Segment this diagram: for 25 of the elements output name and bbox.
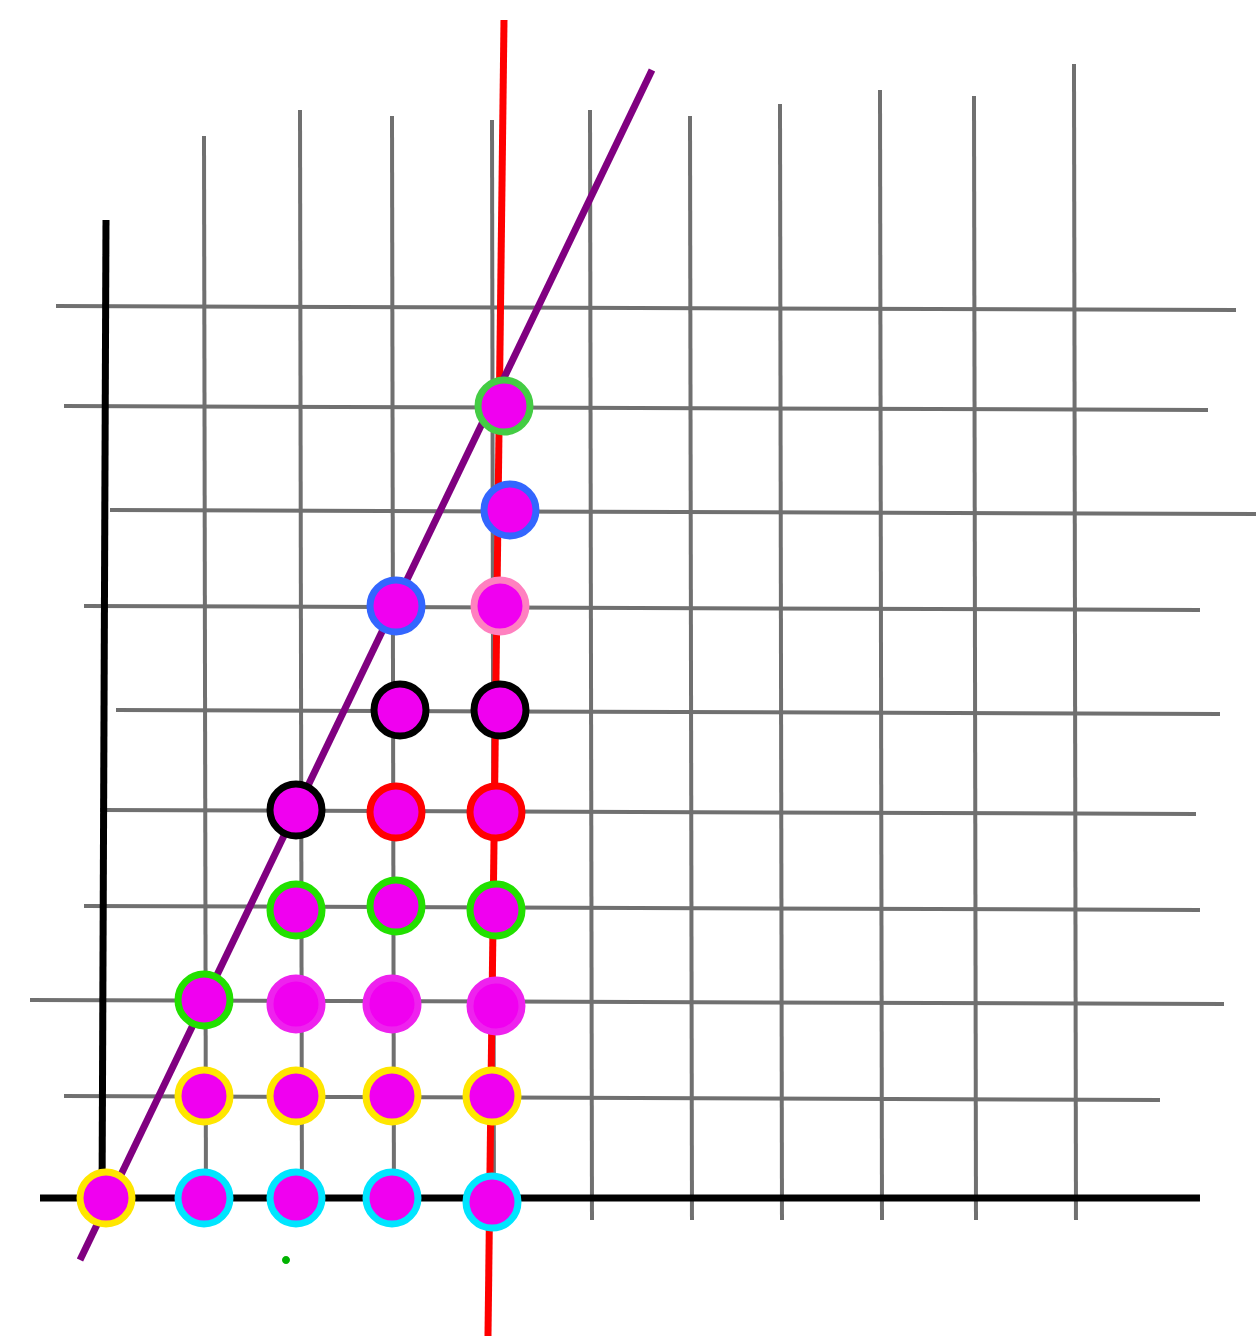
- circled-dot: [362, 1168, 422, 1228]
- circled-dot: [462, 1172, 522, 1232]
- circled-dot: [462, 1066, 522, 1126]
- circled-dot: [474, 376, 534, 436]
- circled-dot: [466, 976, 526, 1036]
- circled-dot: [266, 880, 326, 940]
- circled-dot: [362, 974, 422, 1034]
- circled-dot: [266, 1168, 326, 1228]
- circled-dot: [366, 876, 426, 936]
- circled-dot: [366, 782, 426, 842]
- circled-dot: [466, 782, 526, 842]
- circled-dot: [266, 780, 326, 840]
- circled-dot: [480, 480, 540, 540]
- circled-dot: [366, 576, 426, 636]
- circled-dot: [466, 880, 526, 940]
- circled-dot: [470, 680, 530, 740]
- circled-dot: [266, 1066, 326, 1126]
- circled-dot: [362, 1066, 422, 1126]
- circled-dot: [174, 1066, 234, 1126]
- circled-dot: [174, 1168, 234, 1228]
- circled-dot: [76, 1168, 136, 1228]
- circled-dot: [266, 974, 326, 1034]
- circled-dot: [470, 576, 530, 636]
- circled-dot: [174, 970, 234, 1030]
- circled-dot: [370, 680, 430, 740]
